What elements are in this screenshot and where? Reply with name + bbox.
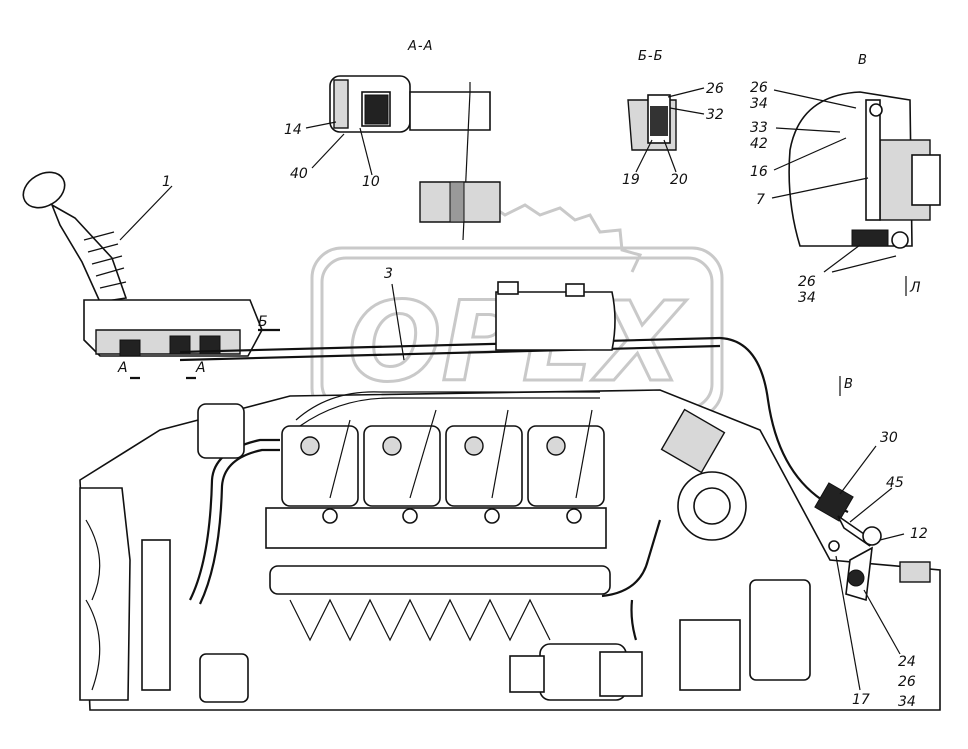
callout-17: 17 — [852, 692, 870, 708]
section-aa-view: А-А 14 40 10 — [284, 39, 501, 241]
callout-24: 24 — [898, 654, 916, 670]
callout-10: 10 — [362, 174, 380, 190]
linkage-rod: 3 — [179, 266, 849, 513]
callout-30: 30 — [880, 430, 898, 446]
callout-14: 14 — [284, 122, 302, 138]
shift-linkage-lower: В 30 45 12 24 26 34 17 — [814, 376, 928, 710]
callout-20: 20 — [670, 172, 688, 188]
callout-1: 1 — [162, 174, 171, 190]
callout-32: 32 — [706, 107, 724, 123]
section-mark-a-left: А — [117, 360, 128, 376]
section-aa-title: А-А — [407, 39, 433, 54]
view-v-side-title: В — [844, 377, 854, 392]
section-bb-view: Б-Б 26 32 19 20 — [622, 49, 724, 188]
callout-45: 45 — [886, 475, 904, 491]
callout-3: 3 — [384, 266, 393, 282]
gear-shift-lever: 1 А А Б Б — [22, 171, 280, 422]
callout-34-v1: 34 — [750, 96, 768, 112]
callout-42: 42 — [750, 136, 768, 152]
view-v-detail: В 26 34 33 42 16 7 26 34 Л — [750, 53, 941, 306]
callout-40: 40 — [290, 166, 308, 182]
callout-16: 16 — [750, 164, 768, 180]
callout-26-v2: 26 — [798, 274, 816, 290]
section-bb-title: Б-Б — [638, 49, 664, 64]
engine-block — [79, 281, 941, 711]
callout-33: 33 — [750, 120, 768, 136]
callout-26-v1: 26 — [750, 80, 768, 96]
section-mark-a-right: А — [195, 360, 206, 376]
callout-26-bb: 26 — [706, 81, 724, 97]
view-v-title: В — [858, 53, 868, 68]
section-mark-l: Л — [909, 280, 921, 296]
callout-34-low: 34 — [898, 694, 916, 710]
section-mark-b: Б — [258, 314, 268, 330]
callout-19: 19 — [622, 172, 640, 188]
callout-12: 12 — [910, 526, 928, 542]
callout-26-low: 26 — [898, 674, 916, 690]
callout-34-v2: 34 — [798, 290, 816, 306]
callout-7: 7 — [756, 192, 765, 208]
